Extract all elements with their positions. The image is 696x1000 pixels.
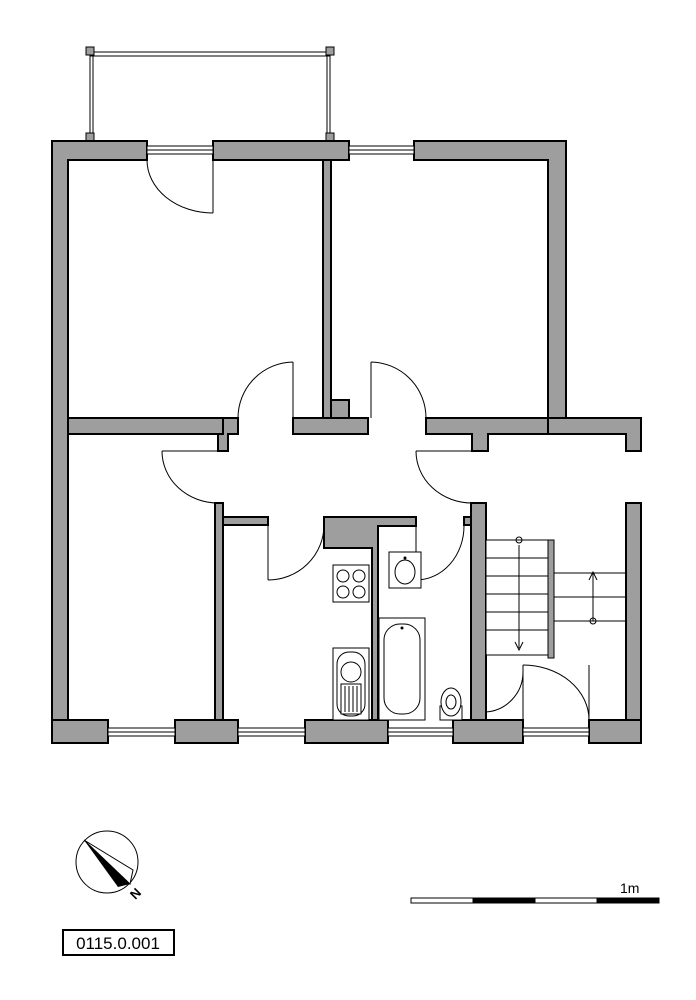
windows <box>107 145 590 737</box>
plan-id-box: 0115.0.001 <box>62 929 175 956</box>
interior-walls <box>67 159 549 721</box>
kitchen-fixtures <box>332 564 370 721</box>
balcony <box>85 46 335 142</box>
compass-ring-icon <box>75 830 139 894</box>
staircase <box>485 536 626 659</box>
compass: N <box>75 830 144 902</box>
plan-id-label: 0115.0.001 <box>76 934 160 953</box>
doors <box>146 159 590 721</box>
bathroom-fixtures <box>378 551 463 721</box>
scale-label: 1m <box>620 880 639 896</box>
exterior-walls <box>51 140 642 744</box>
scale-bar: 1m <box>410 880 660 904</box>
north-label: N <box>127 885 144 902</box>
north-arrow-icon <box>84 840 130 887</box>
